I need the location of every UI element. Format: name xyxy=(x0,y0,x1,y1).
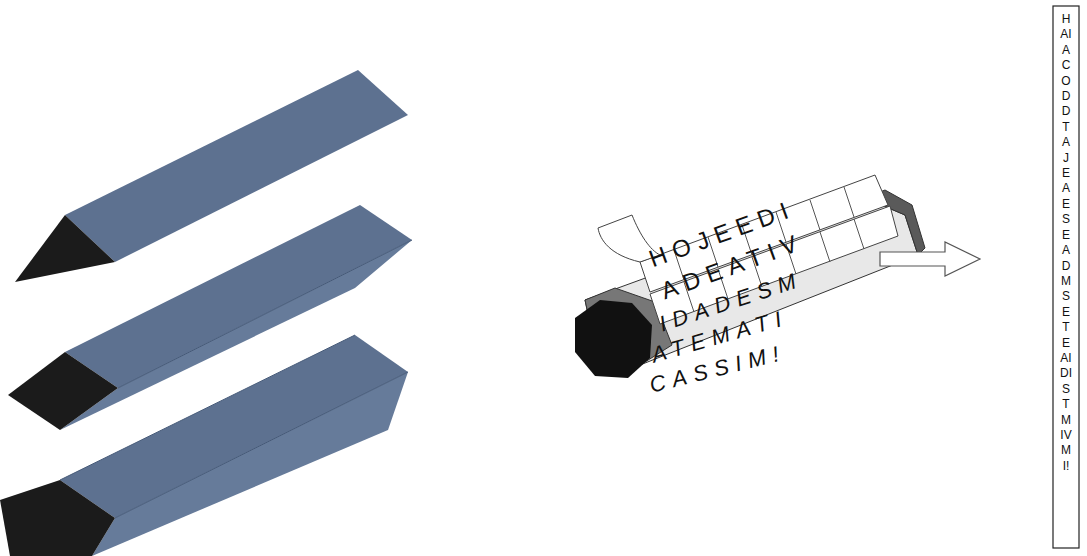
pentagonal-prism xyxy=(0,335,408,556)
paper-strip xyxy=(1053,6,1079,548)
hollow-arrow xyxy=(880,242,980,276)
scytale-cylinder xyxy=(575,175,925,378)
unwound-strip-text: HAIACODDTAJEAESEADMSETEAIDISTMIVMI! xyxy=(1060,12,1072,474)
